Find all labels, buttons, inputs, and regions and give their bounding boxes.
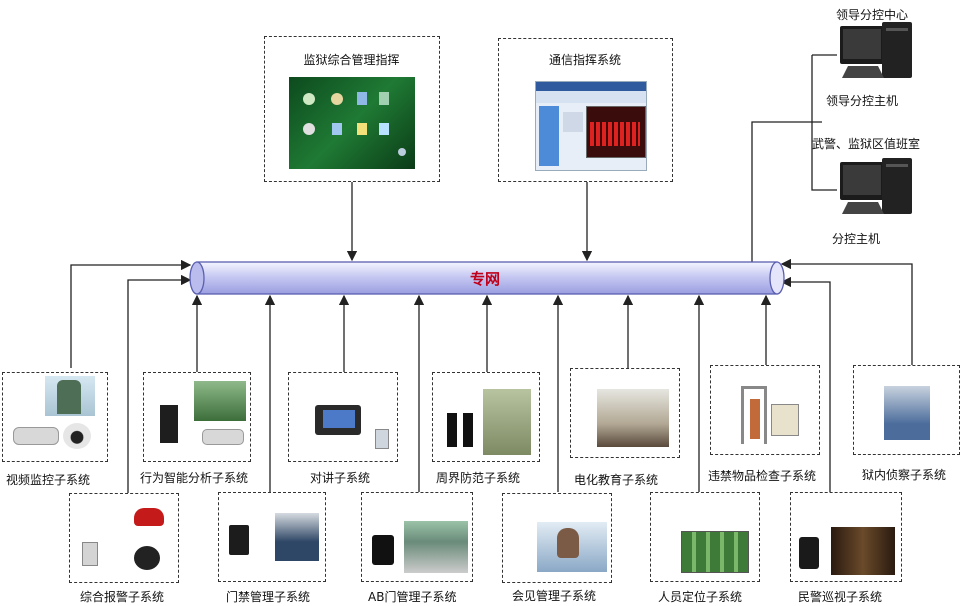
contraband-subsystem-box: [710, 365, 820, 455]
positioning-subsystem-box: [650, 492, 760, 582]
fingerprint-reader-icon: [372, 535, 394, 565]
behavior-subsystem-box: [143, 372, 251, 462]
video-subsystem-box: [2, 372, 108, 462]
perimeter-road-image: [483, 389, 531, 455]
classroom-image: [597, 389, 669, 447]
alarm-horn-icon: [134, 546, 160, 570]
command-screen-image: [289, 77, 415, 169]
gate-building-image: [404, 521, 468, 573]
alarm-subsystem-box: [69, 493, 179, 583]
server-rack-icon: [160, 405, 178, 443]
intercom-console-icon: [315, 405, 361, 435]
subsystem-label-alarm: 综合报警子系统: [80, 590, 165, 604]
leader-link: [751, 121, 822, 262]
comm-title: 通信指挥系统: [548, 53, 621, 67]
visit-subsystem-box: [502, 493, 612, 583]
patrol-subsystem-box: [790, 492, 902, 582]
intercom-panel-icon: [375, 429, 389, 449]
subsystem-label-patrol: 民警巡视子系统: [798, 590, 883, 604]
dome-camera-icon: [63, 423, 91, 449]
comm-box: 通信指挥系统: [498, 38, 673, 182]
duty-link: [811, 148, 837, 191]
positioning-map-image: [681, 531, 749, 573]
watchtower-image: [45, 376, 95, 416]
sub-host-label: 分控主机: [832, 232, 881, 246]
beam-detector-icon-2: [463, 413, 473, 447]
duty-computer-icon: [840, 158, 912, 214]
education-subsystem-box: [570, 368, 680, 458]
leader-computer-icon: [840, 22, 912, 78]
command-box: 监狱综合管理指挥: [264, 36, 440, 182]
leader-center-label: 领导分控中心: [836, 8, 909, 22]
subsystem-label-investigation: 狱内侦察子系统: [862, 468, 947, 482]
subsystem-label-visit: 会见管理子系统: [512, 589, 597, 603]
beam-detector-icon: [447, 413, 457, 447]
abdoor-subsystem-box: [361, 492, 473, 582]
command-title: 监狱综合管理指挥: [303, 53, 400, 67]
subsystem-label-behavior: 行为智能分析子系统: [140, 471, 249, 485]
access-subsystem-box: [218, 492, 326, 582]
comm-screen-image: [535, 81, 647, 171]
guard-image: [275, 513, 319, 561]
metal-detector-gate-icon: [741, 386, 767, 444]
subsystem-label-intercom: 对讲子系统: [310, 471, 371, 485]
investigation-subsystem-box: [853, 365, 960, 455]
camera-icon: [202, 429, 244, 445]
xray-machine-icon: [771, 404, 799, 436]
patrol-link: [780, 276, 831, 492]
subsystem-label-perimeter: 周界防范子系统: [436, 471, 521, 485]
investigation-link: [780, 258, 913, 365]
duty-room-label: 武警、监狱区值班室: [812, 137, 921, 151]
network-pipe: [189, 261, 785, 295]
alarm-keypad-icon: [82, 542, 98, 566]
bullet-camera-icon: [13, 427, 59, 445]
perimeter-subsystem-box: [432, 372, 540, 462]
subsystem-label-video: 视频监控子系统: [6, 473, 91, 487]
intercom-subsystem-box: [288, 372, 398, 462]
subsystem-label-abdoor: AB门管理子系统: [368, 590, 457, 604]
interrogation-image: [884, 386, 930, 440]
subsystem-label-education: 电化教育子系统: [574, 473, 659, 487]
network-label: 专网: [470, 270, 501, 288]
video-call-image: [537, 522, 607, 572]
alarm-link: [127, 274, 192, 495]
subsystem-label-access: 门禁管理子系统: [226, 590, 311, 604]
subsystem-label-positioning: 人员定位子系统: [658, 590, 743, 604]
video-link: [70, 259, 192, 368]
patrol-device-icon: [799, 537, 819, 569]
fence-image: [194, 381, 246, 421]
leader-host-label: 领导分控主机: [826, 94, 899, 108]
access-reader-icon: [229, 525, 249, 555]
alarm-siren-icon: [134, 508, 164, 526]
subsystem-label-contraband: 违禁物品检查子系统: [708, 469, 817, 483]
corridor-image: [831, 527, 895, 575]
